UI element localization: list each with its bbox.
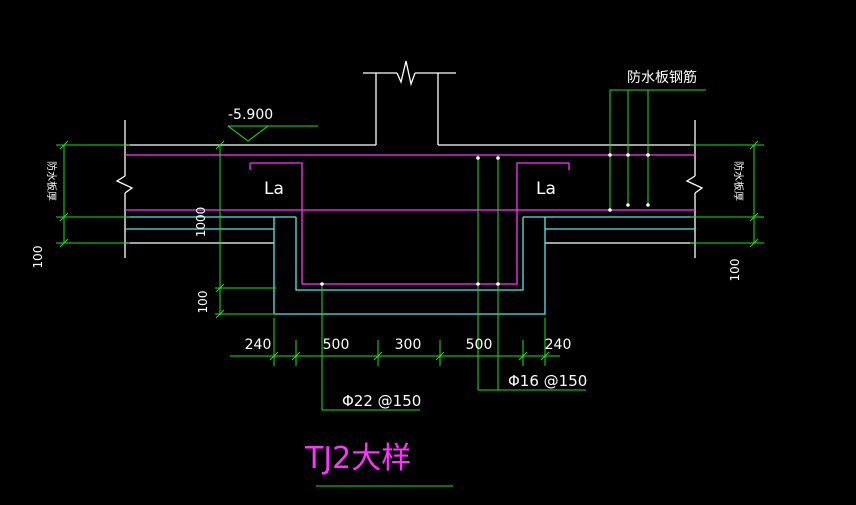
- right-break-line: [685, 120, 704, 258]
- left-break-line: [115, 120, 134, 258]
- dim-500-left-label: 500: [323, 337, 350, 353]
- dim-100-right-label: 100: [728, 259, 742, 282]
- rebar-phi22-label: Φ22 @150: [342, 392, 421, 410]
- rebar-phi16-label: Φ16 @150: [508, 372, 587, 390]
- dim-1000-label: 1000: [194, 207, 208, 238]
- waterproof-thickness-left-label: 防水板厚: [45, 161, 58, 201]
- dim-100-left-label: 100: [31, 246, 45, 269]
- rebar-dots: [320, 153, 650, 286]
- dim-500-right-label: 500: [466, 337, 493, 353]
- column-stub: [363, 60, 456, 145]
- waterproof-rebar-label: 防水板钢筋: [627, 69, 697, 86]
- dimension-lines: [56, 89, 764, 487]
- waterproof-thickness-right-label: 防水板厚: [732, 161, 745, 201]
- dim-240-right-label: 240: [545, 337, 572, 353]
- slab-outline: [125, 144, 695, 244]
- dim-300-label: 300: [395, 337, 422, 353]
- la-right-label: La: [536, 179, 556, 199]
- dim-240-left-label: 240: [245, 337, 272, 353]
- drawing-title: TJ2大样: [304, 441, 411, 476]
- elevation-label: -5.900: [228, 107, 273, 123]
- la-left-label: La: [264, 179, 284, 199]
- dim-100-inner-label: 100: [196, 291, 210, 314]
- cushion-layer: [125, 216, 695, 315]
